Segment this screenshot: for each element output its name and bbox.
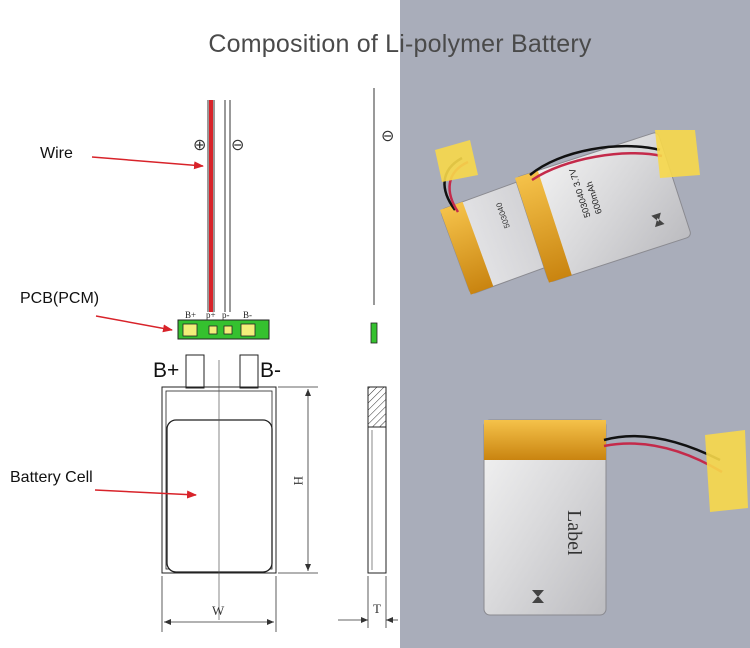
pcb-pad-b-plus — [182, 323, 198, 337]
label-pcb: PCB(PCM) — [20, 290, 100, 307]
tape-3 — [705, 430, 748, 512]
photo-label-text: Label — [563, 510, 585, 556]
pcb-pad-p-minus — [223, 325, 233, 335]
battery-cell-front — [161, 360, 277, 620]
pcb-text-p-minus: p- — [222, 310, 230, 320]
photo-battery-single: Label — [483, 419, 748, 616]
side-pcb — [370, 322, 378, 344]
label-wire: Wire — [40, 145, 73, 162]
pcb-arrow — [95, 315, 173, 333]
side-view — [338, 88, 398, 628]
tab-b-plus — [185, 354, 205, 389]
tape-1 — [435, 140, 478, 182]
plus-symbol: ⊕ — [193, 137, 206, 154]
terminal-b-plus: B+ — [153, 359, 180, 382]
cell-body — [166, 419, 273, 573]
wire-arrow — [91, 156, 204, 170]
height-dimension — [278, 386, 318, 574]
side-cell-body — [367, 426, 387, 574]
width-dimension — [161, 576, 277, 632]
side-minus-symbol: ⊖ — [381, 128, 394, 145]
brand-logo-icon — [651, 212, 665, 228]
pcb-text-p-plus: p+ — [206, 310, 216, 320]
tape-2 — [655, 130, 700, 178]
pcb-text-b-minus: B- — [243, 310, 252, 320]
side-hatch-block — [367, 386, 387, 428]
tab-b-minus — [239, 354, 259, 389]
height-label: H — [291, 476, 306, 485]
label-battery-cell: Battery Cell — [10, 469, 93, 486]
page-title: Composition of Li-polymer Battery — [208, 30, 592, 58]
pcb-pad-b-minus — [240, 323, 256, 337]
photo-battery-stack: 503040 503040 3.7V 600mAh — [435, 130, 700, 295]
cell-arrow — [94, 489, 197, 499]
pcb-pad-p-plus — [208, 325, 218, 335]
width-label: W — [212, 603, 225, 618]
brand-logo-icon-2 — [532, 590, 544, 603]
thickness-label: T — [373, 601, 381, 616]
pcb-text-b-plus: B+ — [185, 310, 196, 320]
terminal-b-minus: B- — [260, 359, 281, 382]
wire-pair — [207, 100, 231, 312]
pcb-board — [177, 319, 270, 340]
minus-symbol: ⊖ — [231, 137, 244, 154]
